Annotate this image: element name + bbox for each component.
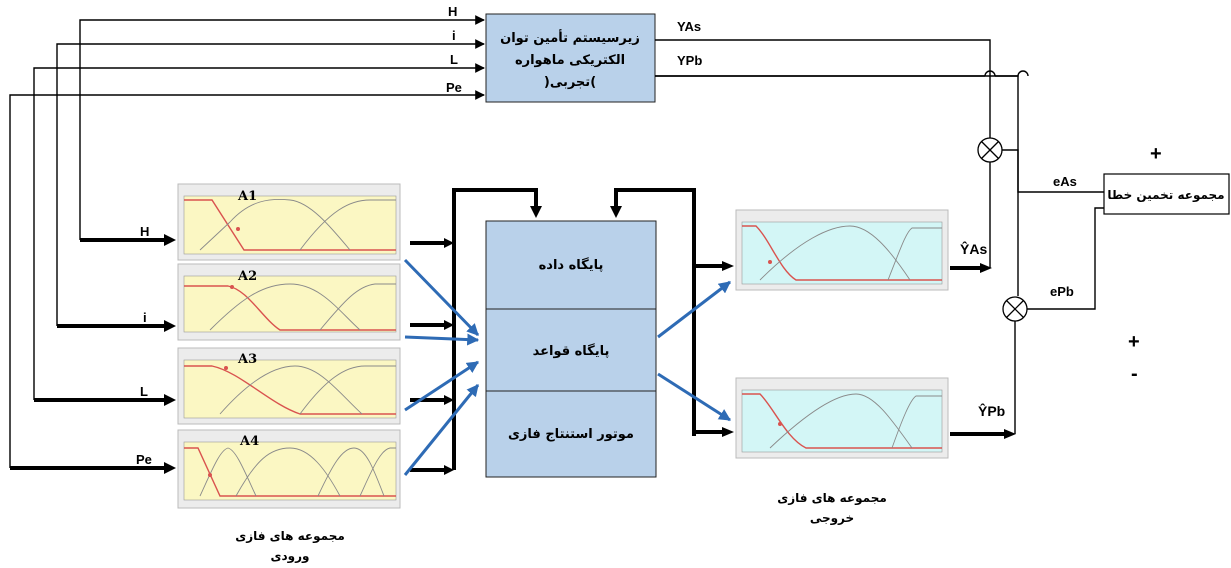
wire-epb <box>1027 207 1104 310</box>
satellite-power-subsystem-block <box>485 13 656 103</box>
wire-pe-subsystem <box>9 90 485 468</box>
wire-l-subsystem <box>33 63 485 400</box>
wire-h-subsystem <box>79 15 485 240</box>
input-sets-caption-line2: ورودی <box>271 549 310 564</box>
subsystem-line-2: الکتریکی ماهواره <box>515 53 625 68</box>
output-label-yas-hat: ŶAs <box>960 240 987 257</box>
mf-label-a1: A1 <box>237 189 257 204</box>
wire-i-subsystem <box>56 39 485 326</box>
wire-crossover <box>984 70 996 77</box>
output-mf-panel-pb <box>735 377 949 459</box>
input-label-i: i <box>143 310 147 325</box>
mf-label-a3: A3 <box>237 352 257 367</box>
sign-plus-bottom: + <box>1128 331 1140 353</box>
input-sets-caption-line1: مجموعه های فازی <box>235 529 345 544</box>
output-label-ypb: YPb <box>677 53 702 68</box>
feedback-line <box>614 188 696 436</box>
output-sets-caption-line1: مجموعه های فازی <box>777 491 887 506</box>
inference-engine-block <box>485 390 657 478</box>
inference-engine-label: موتور استنتاج فازی <box>508 427 634 442</box>
top-input-label-pe: Pe <box>446 80 462 95</box>
sum-junction-as <box>977 137 1003 163</box>
blue-arrow-4 <box>403 384 480 476</box>
blue-arrow-2 <box>404 333 480 346</box>
wire-ypb <box>655 75 1019 296</box>
output-mf-panel-as <box>735 209 949 291</box>
rulebase-block <box>485 308 657 392</box>
sum-junction-pb <box>1002 296 1028 322</box>
output-sets-caption-line2: خروجی <box>810 511 854 526</box>
error-label-epb: ePb <box>1050 284 1074 299</box>
top-input-label-i: i <box>452 28 456 43</box>
input-mf-panel-a4 <box>177 429 401 509</box>
wire-yas <box>655 39 991 138</box>
error-label-eas: eAs <box>1053 174 1077 189</box>
rulebase-label: پایگاه قواعد <box>533 343 610 359</box>
database-label: پایگاه داده <box>539 257 604 273</box>
bus-line <box>452 188 538 470</box>
top-input-label-h: H <box>448 4 457 19</box>
output-label-ypb-hat: ŶPb <box>978 402 1005 419</box>
sign-plus-top: + <box>1150 143 1162 165</box>
input-mf-panel-a2 <box>177 263 401 341</box>
input-label-h: H <box>140 224 149 239</box>
mf-label-a2: A2 <box>237 269 257 284</box>
subsystem-line-1: زیرسیستم تأمین توان <box>500 29 640 46</box>
mf-label-a4: A4 <box>239 434 259 449</box>
output-label-yas: YAs <box>677 19 701 34</box>
database-block <box>485 220 657 310</box>
subsystem-line-3: )تجربی( <box>544 75 596 90</box>
error-estimation-block <box>1103 173 1230 215</box>
input-mf-panel-a3 <box>177 347 401 425</box>
top-input-label-l: L <box>450 52 458 67</box>
blue-arrow-out-2 <box>657 372 732 422</box>
wire-eas <box>1002 149 1104 193</box>
input-label-l: L <box>140 384 148 399</box>
blue-arrow-out-1 <box>657 280 731 339</box>
input-label-pe: Pe <box>136 452 152 467</box>
blue-arrow-3 <box>404 360 480 412</box>
blue-arrow-1 <box>403 258 480 337</box>
wire-ypb-top <box>655 70 1029 77</box>
input-mf-panel-a1 <box>177 183 401 261</box>
sign-minus-bottom: - <box>1131 363 1138 385</box>
error-estimation-label: مجموعه تخمین خطا <box>1107 188 1224 203</box>
